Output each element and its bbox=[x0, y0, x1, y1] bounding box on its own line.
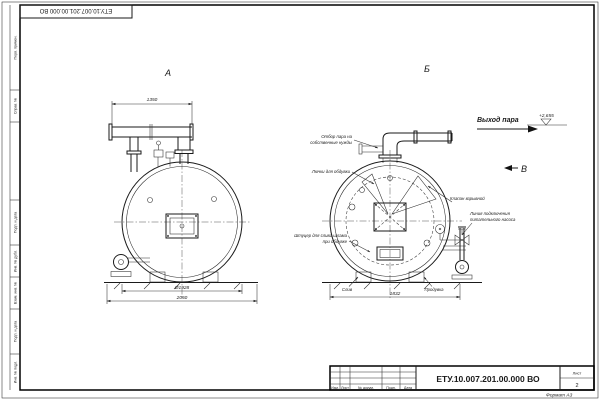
steam-pipe-b bbox=[358, 130, 453, 163]
pump-line-line2: питательного насоса bbox=[470, 217, 516, 222]
dim-diameter-text: Ø1928 bbox=[174, 285, 190, 291]
callout-pump-line: Линия подключения питательного насоса bbox=[461, 211, 516, 236]
frame-side-labels: Перв. примен. Справ. № Подп. и дата Инв.… bbox=[14, 36, 18, 384]
dim-1350-text: 1350 bbox=[147, 97, 158, 103]
lower-hatch-b bbox=[376, 246, 404, 261]
pump-line-line1: Линия подключения bbox=[469, 211, 511, 216]
steam-own-needs-line2: собственные нужды bbox=[310, 140, 353, 145]
blowdown-label: Продувка bbox=[424, 287, 444, 292]
dimension-diameter-a: Ø1928 bbox=[121, 284, 243, 294]
col-doc: № докум. bbox=[358, 386, 374, 390]
side-label-podp-data-1: Подп. и дата bbox=[14, 212, 18, 233]
callout-explosion-valve: Клапан взрывной bbox=[427, 185, 485, 203]
dim-1832-text: 1832 bbox=[390, 291, 401, 297]
sheet-value: 2 bbox=[575, 383, 578, 389]
steam-duct-a bbox=[108, 123, 194, 172]
format-label: Формат А3 bbox=[546, 393, 573, 399]
view-direction-arrow-icon bbox=[504, 165, 512, 171]
stamp-doc-number: ЕТУ.10.007.201.00.000 ВО bbox=[39, 7, 112, 13]
explosion-valve-label: Клапан взрывной bbox=[450, 196, 485, 201]
dimension-base-b: 1832 bbox=[329, 284, 461, 300]
callout-steam-own-needs: Отбор пара на собственные нужды bbox=[310, 134, 379, 149]
side-label-inv-podl: Инв. № подл. bbox=[14, 361, 18, 383]
sludge-fitting-line2: при обдувке bbox=[323, 239, 348, 244]
col-list: Лист bbox=[341, 386, 349, 390]
col-sign: Подп. bbox=[386, 386, 396, 390]
title-doc-number: ЕТУ.10.007.201.00.000 ВО bbox=[436, 374, 540, 384]
sheet-label: Лист bbox=[573, 371, 582, 376]
side-label-perv-primen: Перв. примен. bbox=[14, 36, 18, 60]
view-b-label: Б bbox=[424, 64, 430, 74]
elevation-label: +2,655 bbox=[539, 113, 554, 119]
feed-pump-a bbox=[110, 254, 150, 277]
view-a-label: А bbox=[164, 68, 171, 78]
burner-door-a bbox=[165, 213, 199, 239]
boiler-shell-b bbox=[329, 160, 451, 282]
safety-valves-a bbox=[153, 140, 175, 167]
drain-label: Слив bbox=[342, 287, 353, 292]
steam-own-needs-line1: Отбор пара на bbox=[321, 134, 352, 139]
side-label-inv-dubl: Инв. № дубл. bbox=[14, 250, 18, 272]
supports-b bbox=[322, 271, 482, 290]
view-b-boiler-front: Б bbox=[322, 64, 482, 300]
side-label-podp-data-2: Подп. и дата bbox=[14, 321, 18, 342]
manhole-b bbox=[373, 202, 407, 232]
view-direction-b: В bbox=[504, 164, 527, 174]
col-izm: Изм. bbox=[331, 386, 339, 390]
steam-outlet-label: Выход пара bbox=[477, 116, 519, 124]
dimension-top-a: 1350 bbox=[111, 97, 193, 124]
title-block: Изм. Лист № докум. Подп. Дата ЕТУ.10.007… bbox=[329, 365, 595, 391]
callout-sludge-fitting: Штуцер для слива шлама при обдувке bbox=[294, 233, 371, 253]
valve-pump-assembly-b bbox=[435, 224, 473, 280]
hatched-sectors-b bbox=[361, 173, 437, 215]
callout-hatches: Лючки для обдувки bbox=[311, 169, 375, 185]
col-date: Дата bbox=[404, 386, 412, 390]
callouts: Отбор пара на собственные нужды Лючки дл… bbox=[294, 134, 516, 253]
view-a-boiler-side: А bbox=[104, 68, 258, 304]
view-direction-label: В bbox=[521, 164, 527, 174]
steam-outlet-block: Выход пара +2,655 В bbox=[477, 113, 567, 174]
hatches-label: Лючки для обдувки bbox=[311, 169, 351, 174]
supports-a bbox=[104, 271, 258, 290]
dimension-base-a: 2050 bbox=[106, 284, 258, 304]
side-label-vzam-inv: Взам. инв. № bbox=[14, 282, 18, 304]
stamp-box: ЕТУ.10.007.201.00.000 ВО bbox=[19, 4, 133, 19]
dim-2050-text: 2050 bbox=[176, 295, 188, 301]
side-label-sprav: Справ. № bbox=[14, 98, 18, 114]
sludge-fitting-line1: Штуцер для слива шлама bbox=[294, 233, 347, 238]
steam-outlet-arrow-icon bbox=[528, 125, 538, 133]
elevation-mark-icon bbox=[540, 118, 552, 126]
